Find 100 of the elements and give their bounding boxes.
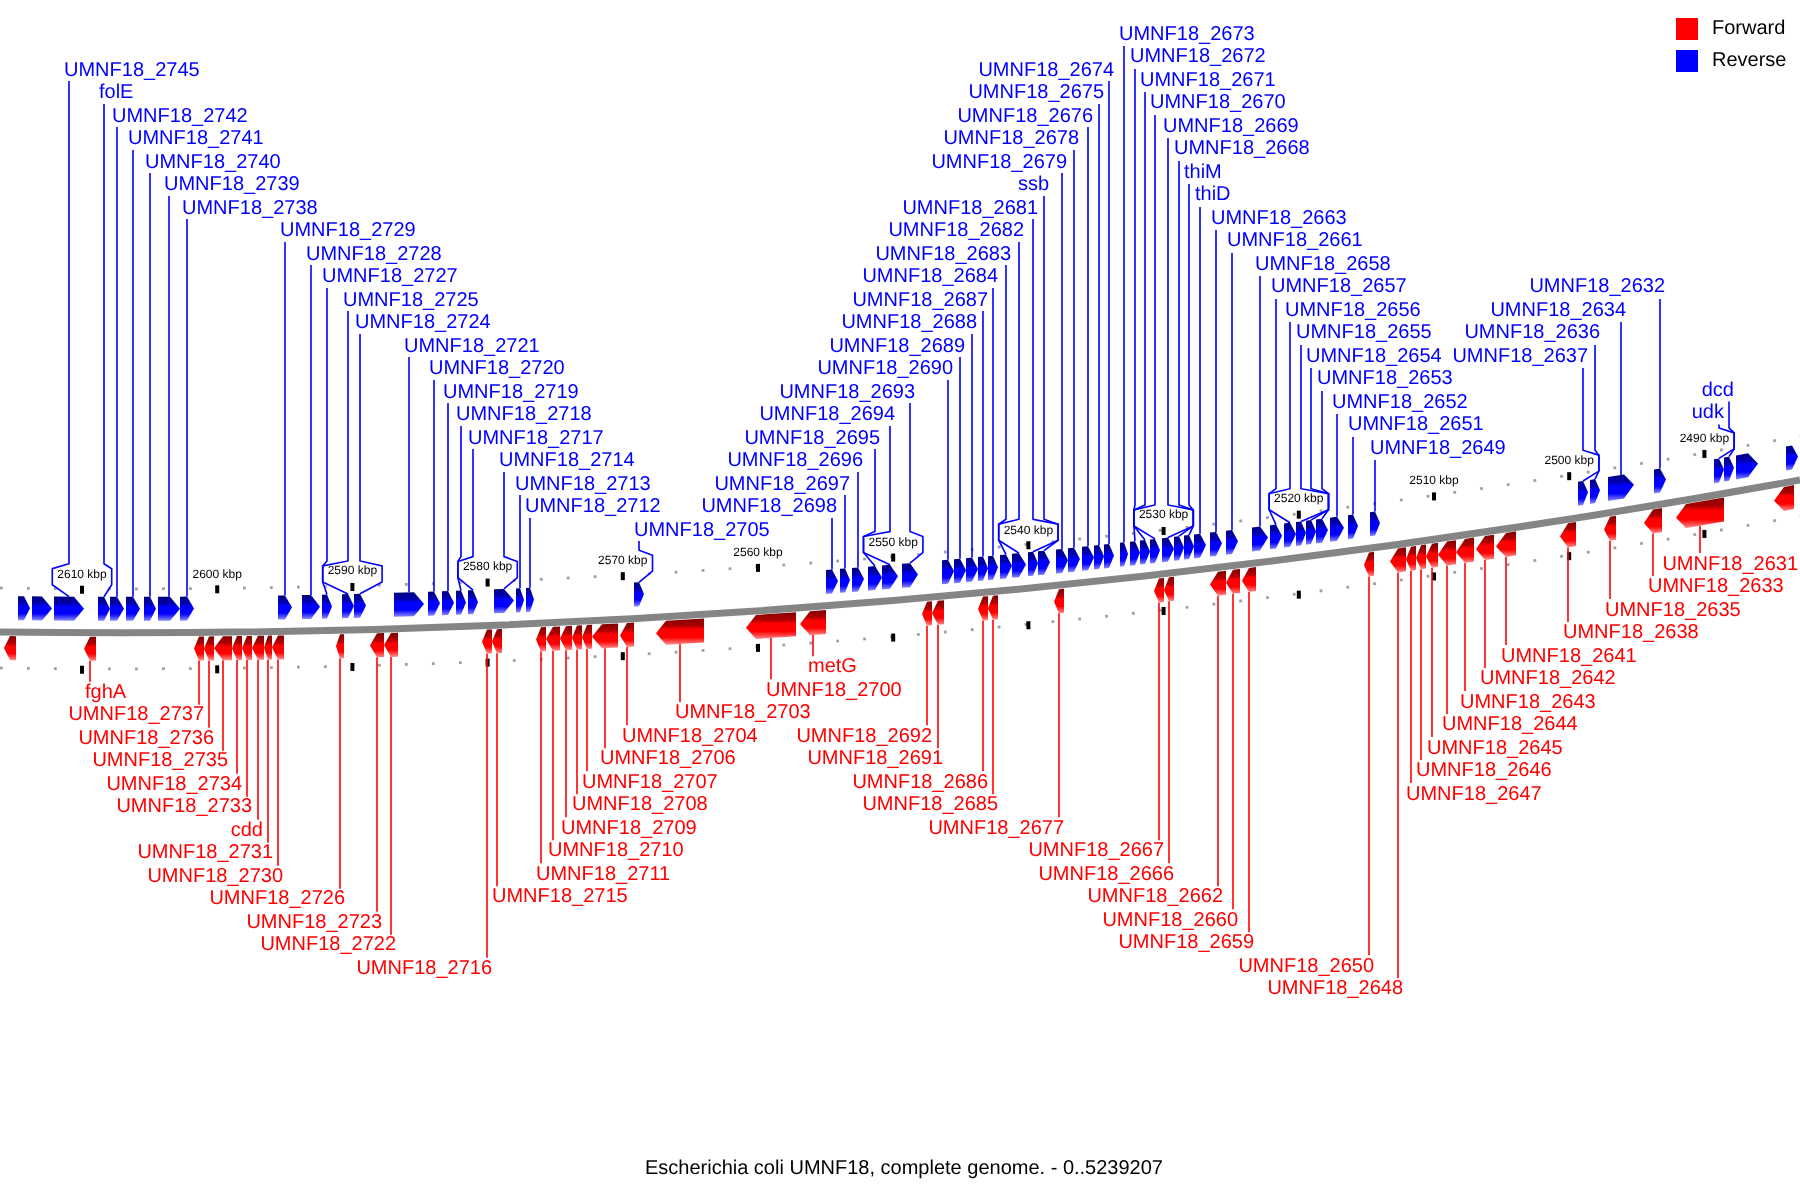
gene-label: UMNF18_2631 xyxy=(1662,553,1798,576)
gene-label: UMNF18_2655 xyxy=(1296,322,1432,345)
leader-line xyxy=(937,623,939,750)
gene-label: UMNF18_2682 xyxy=(888,220,1024,243)
gene-feature xyxy=(1676,497,1724,529)
gene-feature xyxy=(32,596,52,621)
gene-label: UMNF18_2737 xyxy=(68,704,204,727)
gene-feature xyxy=(988,595,998,620)
gene-feature xyxy=(1578,481,1588,506)
gene-feature xyxy=(1296,521,1306,547)
gene-feature xyxy=(988,555,998,581)
gene-feature xyxy=(442,591,454,616)
gene-feature xyxy=(1150,538,1160,564)
gene-feature xyxy=(942,559,954,585)
gene-feature xyxy=(1242,567,1256,592)
gene-label: UMNF18_2716 xyxy=(356,957,492,980)
gene-feature xyxy=(826,569,838,594)
leader-line xyxy=(1217,594,1219,888)
leader-line xyxy=(1268,298,1277,526)
gene-label: UMNF18_2649 xyxy=(1370,437,1506,460)
gene-label: UMNF18_2728 xyxy=(306,243,442,266)
leader-line xyxy=(1231,252,1233,531)
gene-label: UMNF18_2696 xyxy=(727,450,863,473)
gene-feature xyxy=(536,627,546,652)
gene-label: UMNF18_2730 xyxy=(147,865,283,888)
leader-line xyxy=(586,648,588,773)
gene-feature xyxy=(204,636,214,661)
gene-feature xyxy=(54,596,84,621)
leader-line xyxy=(447,402,449,592)
leader-line xyxy=(198,659,200,706)
gene-feature xyxy=(1194,533,1206,559)
gene-label: UMNF18_2718 xyxy=(456,404,592,427)
gene-feature xyxy=(922,601,932,626)
leader-line xyxy=(1178,160,1195,537)
gene-feature xyxy=(746,612,796,639)
leader-line xyxy=(310,264,312,596)
gene-label: UMNF18_2692 xyxy=(796,725,932,748)
leader-line xyxy=(1133,114,1156,540)
gene-feature xyxy=(482,629,492,654)
gene-label: UMNF18_2651 xyxy=(1348,414,1484,437)
leader-line xyxy=(408,356,410,594)
leader-line xyxy=(1505,556,1507,646)
gene-feature xyxy=(1604,515,1616,541)
gene-feature xyxy=(1306,520,1316,545)
gene-feature xyxy=(656,618,704,645)
leader-line xyxy=(1199,206,1201,535)
gene-feature xyxy=(1496,531,1516,557)
gene-label: UMNF18_2722 xyxy=(260,934,396,957)
gene-feature xyxy=(394,592,424,617)
gene-label: UMNF18_2688 xyxy=(841,312,977,335)
gene-label: UMNF18_2656 xyxy=(1285,299,1421,322)
gene-label: UMNF18_2693 xyxy=(779,381,915,404)
gene-feature xyxy=(384,632,398,657)
gene-feature xyxy=(342,594,354,619)
gene-label: UMNF18_2703 xyxy=(675,702,811,725)
gene-label: UMNF18_2708 xyxy=(572,794,708,817)
leader-line xyxy=(1718,423,1735,460)
leader-line xyxy=(1582,367,1600,482)
leader-line xyxy=(540,650,542,865)
gene-label: UMNF18_2681 xyxy=(902,197,1038,220)
leader-line xyxy=(277,658,279,867)
leader-line xyxy=(236,659,238,775)
gene-label: UMNF18_2663 xyxy=(1211,207,1347,230)
gene-label: UMNF18_2648 xyxy=(1267,978,1403,1001)
gene-feature xyxy=(158,596,180,621)
gene-label: UMNF18_2685 xyxy=(862,794,998,817)
gene-label: UMNF18_2662 xyxy=(1087,886,1223,909)
leader-line xyxy=(1259,275,1261,528)
leader-line xyxy=(168,195,170,598)
leader-line xyxy=(992,287,994,557)
gene-feature xyxy=(634,582,644,607)
gene-feature xyxy=(1590,479,1600,504)
gene-feature xyxy=(978,556,988,582)
leader-line xyxy=(433,379,435,593)
gene-feature xyxy=(1284,522,1296,548)
gene-label: UMNF18_2670 xyxy=(1150,92,1286,115)
gene-feature xyxy=(98,596,110,621)
leader-line xyxy=(1567,546,1569,623)
gene-feature xyxy=(492,629,502,654)
gene-label: UMNF18_2673 xyxy=(1119,23,1255,46)
gene-label: UMNF18_2694 xyxy=(759,404,895,427)
gene-label: UMNF18_2675 xyxy=(968,82,1104,105)
gene-label: UMNF18_2735 xyxy=(92,750,228,773)
gene-label: UMNF18_2646 xyxy=(1416,760,1552,783)
gene-feature xyxy=(1426,542,1438,568)
leader-line xyxy=(1652,532,1654,577)
gene-feature xyxy=(1164,576,1174,602)
leader-line xyxy=(1215,229,1217,533)
gene-feature xyxy=(1082,546,1094,571)
gene-feature xyxy=(800,609,826,636)
gene-feature xyxy=(242,635,252,660)
gene-feature xyxy=(1406,545,1416,571)
gene-label: UMNF18_2633 xyxy=(1648,576,1784,599)
gene-label: UMNF18_2745 xyxy=(64,59,200,82)
leader-line xyxy=(1032,218,1059,553)
gene-label: UMNF18_2709 xyxy=(561,817,697,840)
gene-label: UMNF18_2679 xyxy=(931,151,1067,174)
leader-line xyxy=(1368,575,1370,957)
leader-line xyxy=(1310,367,1330,521)
gene-label: UMNF18_2726 xyxy=(209,888,345,911)
